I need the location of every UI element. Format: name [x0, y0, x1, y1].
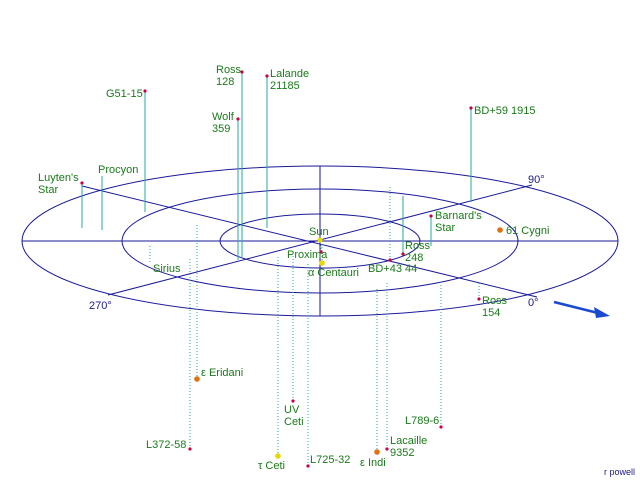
star-label-line: Ross	[482, 295, 508, 307]
star-label-61cygni: 61 Cygni	[506, 225, 549, 237]
star-label-l372: L372-58	[146, 439, 186, 451]
credit-text: r powell	[604, 467, 635, 477]
star-label-line: Ross	[216, 64, 242, 76]
star-dot-barnard	[429, 214, 433, 218]
star-label-l789: L789-6	[405, 415, 439, 427]
star-label-line: L725-32	[310, 454, 350, 466]
star-label-line: Proxima	[287, 249, 328, 261]
star-dot-l372	[188, 447, 192, 451]
star-dot-lacaille	[385, 447, 389, 451]
star-label-line: 21185	[270, 80, 300, 92]
star-markers	[80, 70, 503, 468]
direction-arrow	[553, 300, 610, 318]
star-dot-61cygni	[497, 227, 503, 233]
star-dot-eeridani	[194, 376, 200, 382]
star-label-eindi: ε Indi	[360, 457, 386, 469]
star-dot-tauceti	[275, 453, 281, 459]
star-dot-g51-15	[143, 89, 147, 93]
star-dot-eindi	[374, 449, 380, 455]
star-label-line: ε Indi	[360, 457, 386, 469]
star-dot-l725	[306, 464, 310, 468]
star-label-line: α Centauri	[308, 267, 359, 279]
star-label-line: Procyon	[98, 164, 138, 176]
star-label-line: BD+43 44	[368, 263, 417, 275]
star-label-line: τ Ceti	[258, 460, 285, 472]
axis-label-90: 90°	[528, 174, 545, 186]
star-dot-acen	[319, 260, 325, 266]
axis-labels: 0° 90° 270°	[89, 174, 545, 312]
star-label-line: UV	[284, 404, 300, 416]
star-dot-bd43	[388, 258, 392, 262]
star-dot-luyten	[80, 181, 84, 185]
star-dot-ross154	[477, 297, 481, 301]
star-label-line: L372-58	[146, 439, 186, 451]
star-label-line: Ross	[405, 240, 431, 252]
star-label-line: 128	[216, 76, 234, 88]
star-label-line: 248	[405, 252, 423, 264]
star-label-bd59: BD+59 1915	[474, 105, 535, 117]
star-dot-bd59	[469, 106, 473, 110]
star-label-line: Star	[435, 222, 456, 234]
star-label-eeridani: ε Eridani	[201, 367, 243, 379]
arrow-head	[594, 307, 610, 318]
star-dot-uvceti	[291, 399, 295, 403]
star-label-line: Wolf	[212, 111, 235, 123]
diagonal-axis-0-180	[81, 185, 538, 298]
star-label-line: ε Eridani	[201, 367, 243, 379]
star-label-procyon: Procyon	[98, 164, 138, 176]
sun-label: Sun	[309, 226, 329, 238]
star-label-line: 61 Cygni	[506, 225, 549, 237]
star-label-proxima: Proxima	[287, 249, 328, 261]
sun-dot	[317, 237, 323, 243]
star-label-line: Luyten's	[38, 172, 79, 184]
star-dot-ross248	[401, 252, 405, 256]
star-dot-ross128	[240, 70, 244, 74]
star-label-line: 9352	[390, 447, 414, 459]
star-label-bd43: BD+43 44	[368, 263, 417, 275]
star-label-l725: L725-32	[310, 454, 350, 466]
axis-label-270: 270°	[89, 300, 112, 312]
star-label-line: BD+59 1915	[474, 105, 535, 117]
axis-label-0: 0°	[528, 297, 539, 309]
star-dot-lalande21185	[265, 74, 269, 78]
star-stems	[81, 72, 480, 466]
star-label-line: G51-15	[106, 88, 143, 100]
star-dot-wolf359	[236, 117, 240, 121]
star-label-tauceti: τ Ceti	[258, 460, 285, 472]
star-label-line: 154	[482, 307, 500, 319]
star-label-line: Barnard's	[435, 210, 482, 222]
star-label-sirius: Sirius	[153, 263, 181, 275]
star-label-line: L789-6	[405, 415, 439, 427]
star-label-line: Ceti	[284, 416, 304, 428]
star-label-line: Star	[38, 184, 59, 196]
star-label-acen: α Centauri	[308, 267, 359, 279]
star-label-line: 359	[212, 123, 230, 135]
star-label-line: Sirius	[153, 263, 181, 275]
star-dot-l789	[439, 425, 443, 429]
star-label-line: Lacaille	[390, 435, 427, 447]
star-label-line: Lalande	[270, 68, 309, 80]
arrow-shaft	[553, 300, 599, 315]
star-label-g51-15: G51-15	[106, 88, 143, 100]
sun-marker: Sun	[309, 226, 329, 243]
star-dot-proxima	[319, 250, 323, 254]
